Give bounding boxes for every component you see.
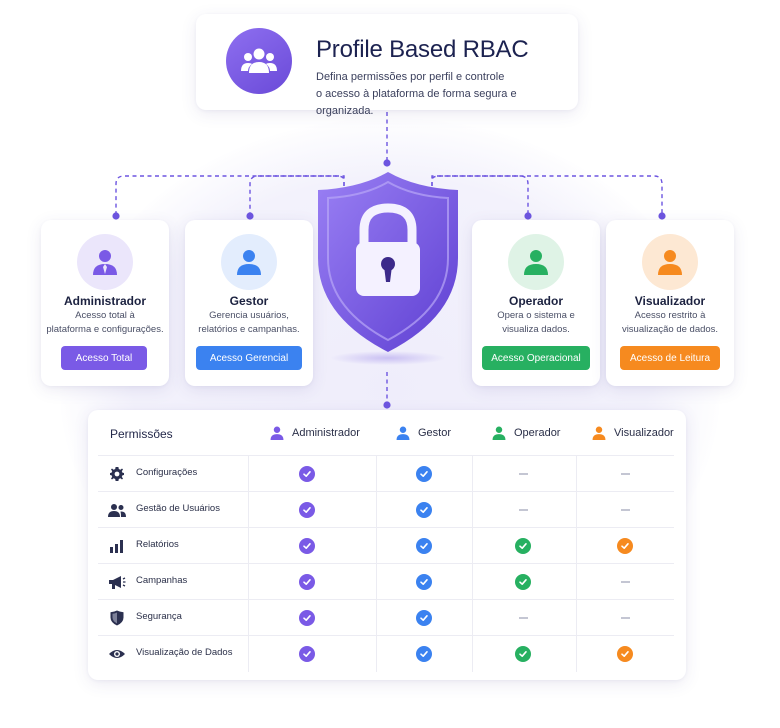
column-header-operador: Operador: [492, 410, 560, 456]
operador-user-icon: [492, 426, 506, 440]
page-subtitle: Defina permissões por perfil e controle …: [316, 71, 517, 117]
column-header-gestor: Gestor: [396, 410, 451, 456]
check-icon: [297, 528, 317, 564]
check-icon: [615, 528, 635, 564]
role-card-admin: Administrador Acesso total à plataforma …: [41, 220, 169, 386]
role-description: Acesso total à plataforma e configuraçõe…: [46, 310, 164, 335]
role-name: Administrador: [63, 294, 146, 308]
check-icon: [414, 528, 434, 564]
role-card-operador: Operador Opera o sistema e visualiza dad…: [472, 220, 600, 386]
access-total-button[interactable]: Acesso Total: [61, 346, 147, 370]
check-icon: [297, 600, 317, 636]
column-header-visualizador: Visualizador: [592, 410, 674, 456]
check-icon: [297, 456, 317, 492]
role-name: Gestor: [229, 294, 269, 308]
role-name: Operador: [508, 294, 563, 308]
permission-label: Segurança: [136, 611, 182, 622]
check-icon: [297, 492, 317, 528]
role-description: Gerencia usuários, relatórios e campanha…: [198, 310, 300, 335]
gear-icon: [108, 466, 126, 482]
check-icon: [615, 636, 635, 672]
gestor-user-icon: [221, 234, 277, 290]
shield-icon: [108, 610, 126, 626]
admin-user-icon: [270, 426, 284, 440]
check-icon: [414, 564, 434, 600]
dash-icon: [513, 456, 533, 492]
users-group-icon: [226, 28, 292, 94]
operador-user-icon: [508, 234, 564, 290]
access-gerencial-button[interactable]: Acesso Gerencial: [196, 346, 302, 370]
permission-label: Gestão de Usuários: [136, 503, 220, 514]
bar-chart-icon: [108, 538, 126, 554]
role-description: Acesso restrito à visualização de dados.: [621, 310, 719, 335]
dash-icon: [615, 492, 635, 528]
visualizador-user-icon: [642, 234, 698, 290]
dash-icon: [513, 600, 533, 636]
table-row: Gestão de Usuários: [98, 491, 674, 527]
check-icon: [414, 456, 434, 492]
check-icon: [414, 600, 434, 636]
check-icon: [513, 528, 533, 564]
visualizador-user-icon: [592, 426, 606, 440]
column-divider: [248, 456, 249, 672]
column-divider: [472, 456, 473, 672]
table-row: Segurança: [98, 599, 674, 635]
check-icon: [297, 636, 317, 672]
permission-label: Visualização de Dados: [136, 647, 233, 658]
shield-lock-icon: [318, 172, 458, 365]
check-icon: [513, 564, 533, 600]
megaphone-icon: [108, 574, 126, 590]
role-name: Visualizador: [634, 294, 706, 308]
column-divider: [376, 456, 377, 672]
table-row: Relatórios: [98, 527, 674, 563]
role-card-gestor: Gestor Gerencia usuários, relatórios e c…: [185, 220, 313, 386]
table-row: Configurações: [98, 455, 674, 491]
page-title: Profile Based RBAC: [316, 36, 529, 63]
check-icon: [414, 636, 434, 672]
access-operacional-button[interactable]: Acesso Operacional: [482, 346, 590, 370]
column-divider: [576, 456, 577, 672]
dash-icon: [615, 564, 635, 600]
role-card-visualizador: Visualizador Acesso restrito à visualiza…: [606, 220, 734, 386]
access-leitura-button[interactable]: Acesso de Leitura: [620, 346, 720, 370]
permissions-title: Permissões: [110, 427, 173, 441]
table-row: Visualização de Dados: [98, 635, 674, 671]
permission-label: Relatórios: [136, 539, 179, 550]
users-icon: [108, 502, 126, 518]
check-icon: [297, 564, 317, 600]
permission-label: Configurações: [136, 467, 198, 478]
table-row: Campanhas: [98, 563, 674, 599]
check-icon: [513, 636, 533, 672]
admin-user-icon: [77, 234, 133, 290]
dash-icon: [513, 492, 533, 528]
permissions-table: Permissões Administrador Gestor Operador…: [88, 410, 686, 680]
dash-icon: [615, 600, 635, 636]
permission-label: Campanhas: [136, 575, 188, 586]
check-icon: [414, 492, 434, 528]
gestor-user-icon: [396, 426, 410, 440]
dash-icon: [615, 456, 635, 492]
column-header-admin: Administrador: [270, 410, 360, 456]
role-description: Opera o sistema e visualiza dados.: [497, 310, 575, 335]
header-card: Profile Based RBAC Defina permissões por…: [196, 14, 578, 117]
eye-icon: [108, 646, 126, 662]
